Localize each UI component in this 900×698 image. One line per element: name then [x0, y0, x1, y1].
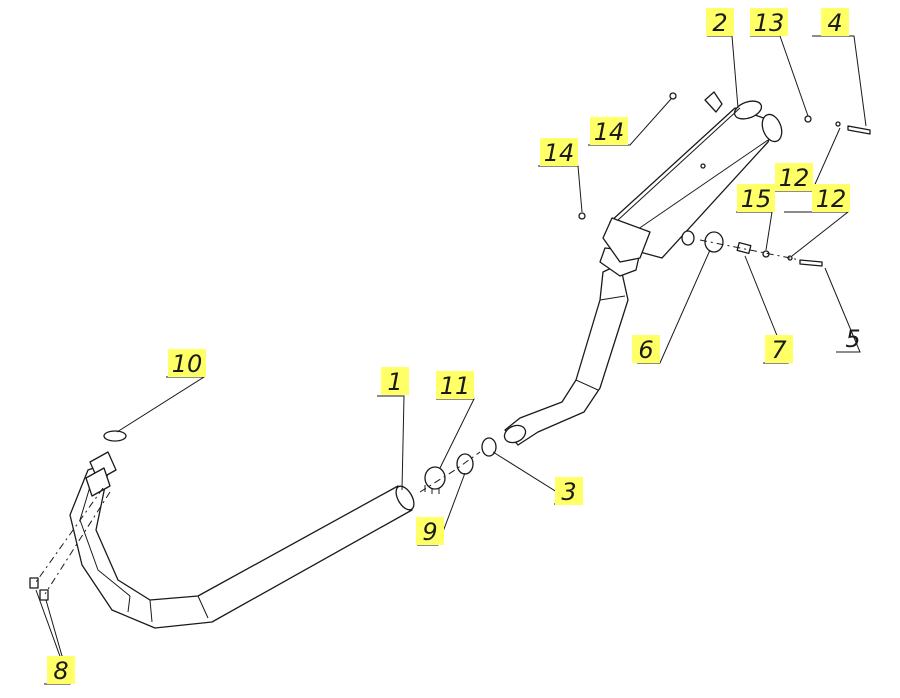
- nut-8b: [39, 589, 49, 601]
- callout-2: 2: [712, 9, 727, 37]
- gasket-10: [103, 430, 127, 442]
- callout-9: 9: [422, 518, 437, 546]
- nut-14a: [669, 92, 677, 100]
- callout-11: 11: [440, 372, 471, 400]
- callout-1: 1: [387, 368, 402, 396]
- callout-5: 5: [845, 325, 860, 353]
- gasket-3: [481, 437, 497, 457]
- callout-4-bg: [821, 8, 849, 36]
- callout-10-bg: [168, 349, 206, 377]
- callout-15-bg: [737, 184, 775, 212]
- callout-14a-bg: [590, 117, 628, 145]
- ring-9: [456, 453, 474, 475]
- muffler: [602, 91, 783, 263]
- callout-11-bg: [436, 371, 474, 399]
- callout-12b-bg: [812, 184, 850, 212]
- callout-6-bg: [632, 335, 660, 363]
- callout-3-bg: [555, 477, 583, 505]
- callout-13: 13: [754, 9, 785, 37]
- callout-12a: 12: [779, 164, 810, 192]
- bracket-6: [681, 230, 695, 246]
- callout-7: 7: [771, 336, 787, 364]
- assembly-lines: [35, 239, 801, 595]
- callout-1-bg: [381, 367, 409, 395]
- mid-pipe: [503, 247, 641, 446]
- collar-7: [736, 241, 752, 255]
- washer-13: [804, 115, 812, 123]
- callout-12a-bg: [775, 163, 813, 191]
- callout-8: 8: [53, 657, 68, 685]
- callout-4: 4: [827, 9, 842, 37]
- washer-12a: [835, 121, 841, 127]
- nut-8a: [29, 577, 39, 589]
- callout-14b-bg: [540, 138, 578, 166]
- callout-13-bg: [750, 8, 788, 36]
- callout-labels: 1 2 3 4 5 6 7 8 9 10 11 12 12 13 14 14 1…: [47, 8, 861, 685]
- callout-8-bg: [47, 656, 75, 684]
- callout-12b: 12: [816, 185, 847, 213]
- callout-3: 3: [561, 478, 576, 506]
- grommet-6: [704, 231, 724, 253]
- callout-14b: 14: [544, 139, 575, 167]
- callout-14a: 14: [594, 118, 625, 146]
- callout-15: 15: [741, 185, 772, 213]
- nut-14b: [578, 212, 586, 220]
- header-pipe: [69, 451, 415, 629]
- clamp-11: [424, 466, 446, 490]
- bolt-5: [799, 259, 823, 267]
- callout-6: 6: [638, 336, 653, 364]
- bolt-4: [847, 125, 871, 135]
- callout-9-bg: [416, 517, 444, 545]
- callout-10: 10: [172, 350, 203, 378]
- callout-2-bg: [706, 8, 734, 36]
- callout-7-bg: [765, 335, 793, 363]
